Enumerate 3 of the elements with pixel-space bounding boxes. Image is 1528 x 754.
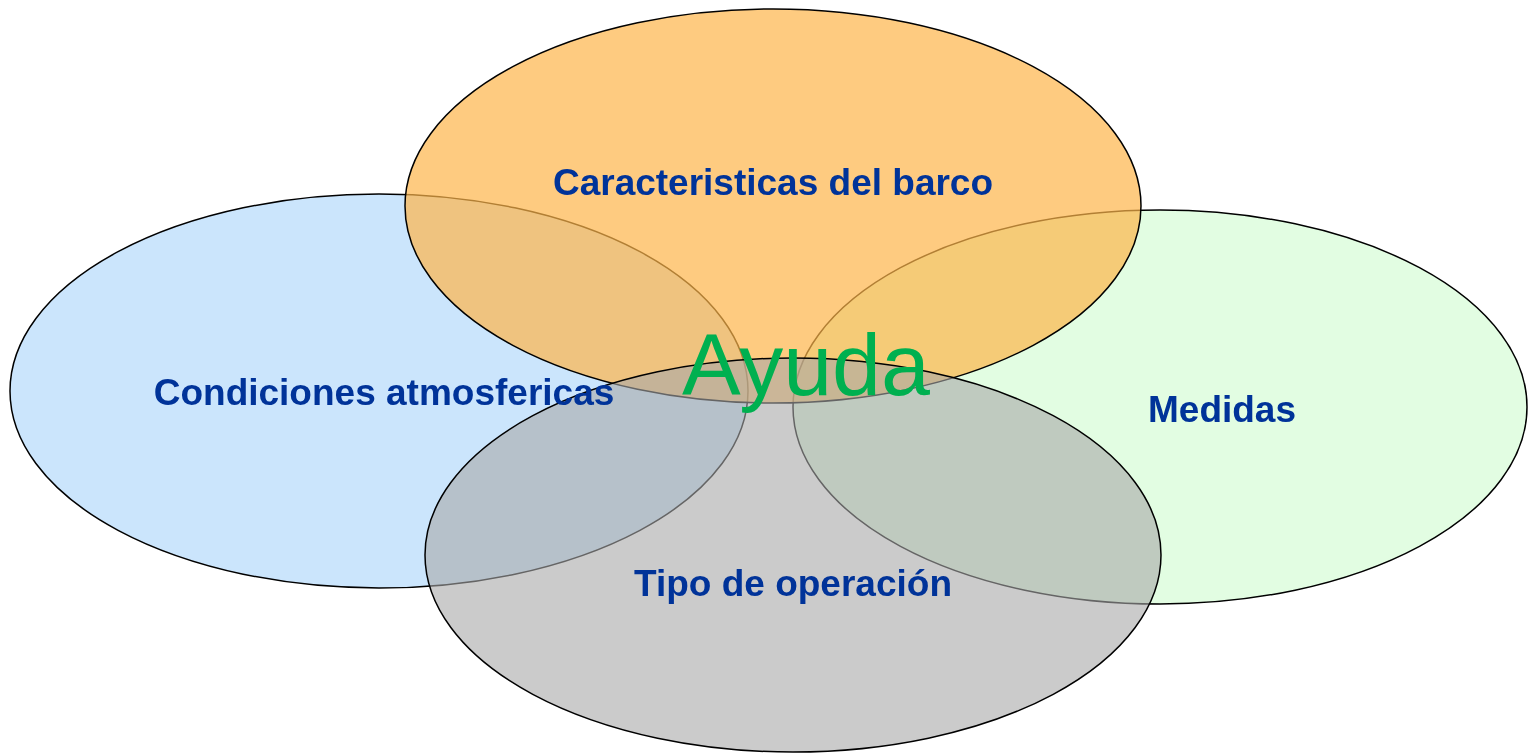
set-label: Medidas (1148, 389, 1296, 431)
set-label: Tipo de operación (634, 563, 952, 605)
set-label: Caracteristicas del barco (552, 162, 994, 204)
